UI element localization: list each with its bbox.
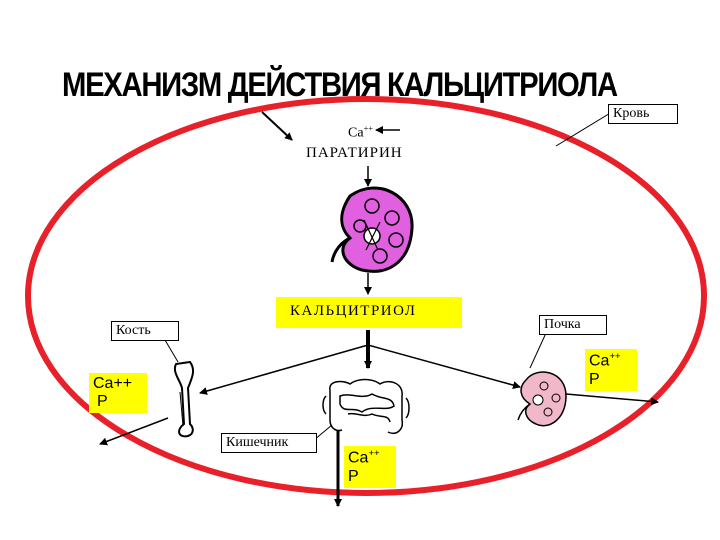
- kidney-output-p: P: [589, 371, 600, 388]
- intestine-label: Кишечник: [226, 435, 289, 450]
- bone-label: Кость: [116, 323, 151, 338]
- ca-top-label: Ca++: [348, 124, 373, 142]
- cell-boundary-ellipse: [25, 96, 707, 496]
- kidney-output-box: Ca++ P: [585, 349, 637, 391]
- pointer-kidney-label: [529, 332, 547, 369]
- arrow-blood-pointer: [555, 111, 613, 147]
- arrow-to-bone: [199, 344, 369, 395]
- intestine-label-box: Кишечник: [221, 433, 317, 453]
- parathyrin-label: ПАРАТИРИН: [306, 145, 403, 161]
- pointer-bone-label: [164, 339, 179, 363]
- ca-top-sup: ++: [363, 124, 374, 133]
- kidney-output-ca: Ca++: [589, 351, 621, 370]
- arrow-to-small-kidney: [367, 344, 521, 389]
- kidney-output-ca-sup: ++: [609, 351, 621, 362]
- page-title: МЕХАНИЗМ ДЕЙСТВИЯ КАЛЬЦИТРИОЛА: [62, 66, 618, 104]
- intestine-output-ca-sup: ++: [368, 448, 380, 459]
- kidney-icon: [330, 186, 414, 273]
- intestine-output-ca: Ca++: [348, 448, 380, 467]
- small-kidney-icon: [517, 371, 567, 427]
- kidney-label: Почка: [544, 317, 581, 332]
- bone-output-ca: Ca++: [93, 375, 133, 392]
- calcitriol-label: КАЛЬЦИТРИОЛ: [290, 303, 417, 319]
- bone-output-box: Ca++ P: [89, 373, 147, 413]
- blood-label-box: Кровь: [608, 104, 678, 124]
- bone-output-p: P: [97, 393, 108, 410]
- kidney-output-ca-text: Ca: [589, 352, 610, 370]
- arrow-kidney-output: [565, 393, 659, 406]
- calcitriol-box: КАЛЬЦИТРИОЛ: [276, 297, 462, 328]
- intestine-icon: [322, 378, 410, 434]
- pointer-intestine-label: [313, 424, 333, 441]
- intestine-output-p: P: [348, 468, 359, 485]
- arrow-bone-output: [99, 417, 169, 446]
- intestine-output-box: Ca++ P: [344, 446, 396, 488]
- blood-label: Кровь: [613, 106, 650, 121]
- kidney-label-box: Почка: [539, 315, 607, 335]
- intestine-output-ca-text: Ca: [348, 449, 369, 467]
- bone-icon: [173, 360, 195, 438]
- arrow-into-parathyrin: [261, 111, 293, 141]
- ca-top-text: Ca: [348, 125, 364, 141]
- bone-label-box: Кость: [111, 321, 179, 341]
